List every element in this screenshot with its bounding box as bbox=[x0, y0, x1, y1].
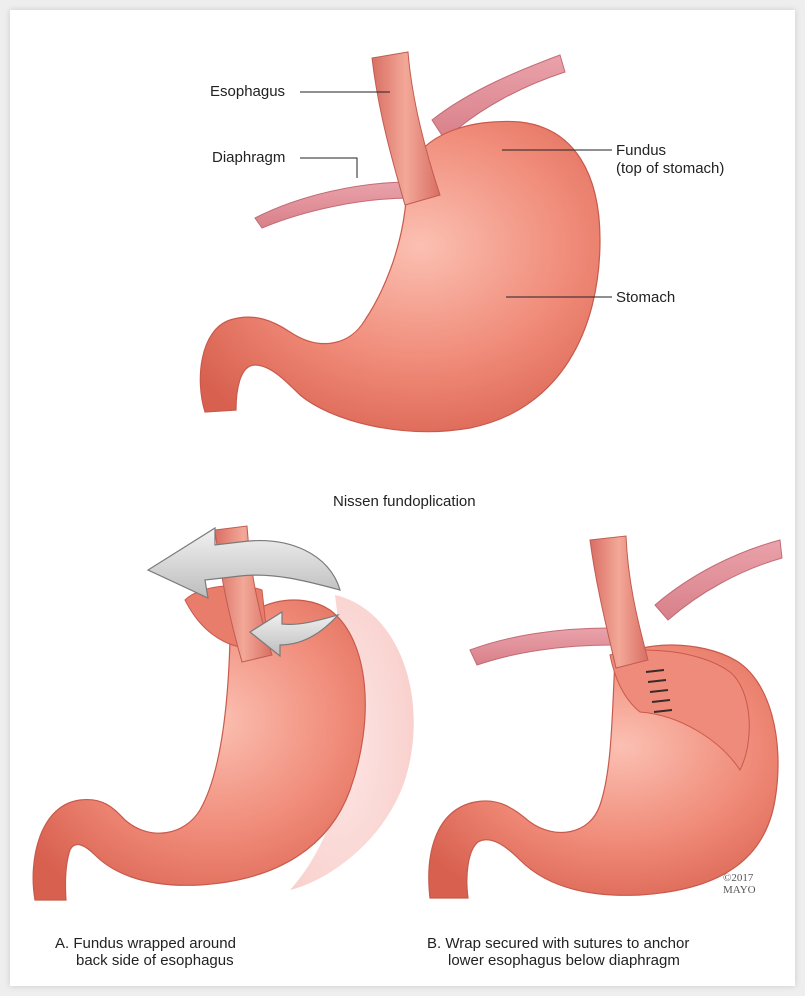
copyright-year: ©2017 bbox=[723, 872, 753, 884]
fundus-label: Fundus bbox=[616, 142, 666, 159]
figure-a bbox=[33, 526, 414, 900]
stomach-label: Stomach bbox=[616, 289, 675, 306]
diaphragm-left-b bbox=[470, 628, 612, 665]
figure-title: Nissen fundoplication bbox=[333, 493, 476, 510]
diaphragm-leader-line bbox=[300, 158, 357, 178]
esophagus-label: Esophagus bbox=[210, 83, 285, 100]
figure-b bbox=[429, 536, 782, 898]
esophagus-top bbox=[372, 52, 440, 205]
copyright-notice: ©2017 MAYO bbox=[723, 872, 756, 896]
fundus-sublabel: (top of stomach) bbox=[616, 160, 724, 177]
diaphragm-right-b bbox=[655, 540, 782, 620]
caption-a-line1: A. Fundus wrapped around bbox=[55, 935, 236, 952]
caption-b: B. Wrap secured with sutures to anchor l… bbox=[427, 935, 689, 969]
caption-b-line1: B. Wrap secured with sutures to anchor bbox=[427, 935, 689, 952]
diaphragm-left-top bbox=[255, 182, 412, 228]
caption-b-line2: lower esophagus below diaphragm bbox=[427, 952, 689, 969]
diaphragm-label: Diaphragm bbox=[212, 149, 285, 166]
caption-a: A. Fundus wrapped around back side of es… bbox=[55, 935, 236, 969]
esophagus-b bbox=[590, 536, 648, 668]
copyright-owner: MAYO bbox=[723, 884, 756, 896]
top-figure bbox=[200, 52, 612, 432]
caption-a-line2: back side of esophagus bbox=[55, 952, 236, 969]
